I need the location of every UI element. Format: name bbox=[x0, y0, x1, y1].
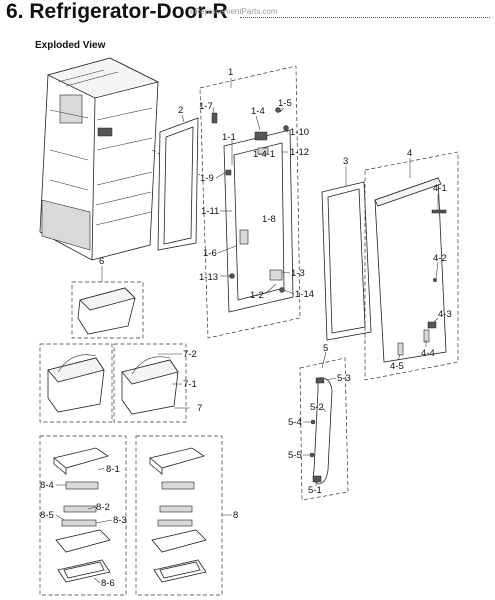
callout-1-5: 1-5 bbox=[278, 98, 292, 109]
callout-3: 3 bbox=[343, 156, 348, 167]
part-7-door-bins bbox=[39, 343, 190, 423]
callout-2: 2 bbox=[178, 105, 183, 116]
callout-1-14: 1-14 bbox=[295, 289, 314, 300]
part-5-handle bbox=[299, 357, 349, 501]
refrigerator-cabinet-illustration bbox=[39, 57, 201, 261]
callout-1-3: 1-3 bbox=[291, 268, 305, 279]
part-3-gasket bbox=[321, 181, 372, 341]
callout-1-8: 1-8 bbox=[262, 214, 276, 225]
callout-labels: 1 1-7 1-4 1-5 1-10 1-1 1-4-1 1-12 1-9 1-… bbox=[40, 67, 452, 589]
callout-1-9: 1-9 bbox=[200, 173, 214, 184]
part-4-door-outer bbox=[364, 151, 459, 381]
part-8-shelf-assemblies bbox=[39, 435, 232, 596]
part-2-gasket bbox=[157, 117, 199, 251]
callout-5-5: 5-5 bbox=[288, 450, 302, 461]
section-subtitle: Exploded View bbox=[35, 40, 106, 51]
callout-4-2: 4-2 bbox=[433, 253, 447, 264]
callout-1-4-1: 1-4-1 bbox=[253, 149, 275, 160]
page-title: 6. Refrigerator-Door-R bbox=[6, 0, 228, 23]
leader-lines bbox=[55, 78, 439, 584]
callout-4-3: 4-3 bbox=[438, 309, 452, 320]
title-rule bbox=[240, 17, 490, 18]
callout-6: 6 bbox=[99, 256, 104, 267]
part-6-door-bin bbox=[71, 281, 144, 339]
callout-5-4: 5-4 bbox=[288, 417, 302, 428]
callout-8-2: 8-2 bbox=[96, 502, 110, 513]
callout-5-1: 5-1 bbox=[308, 485, 322, 496]
callout-1-12: 1-12 bbox=[290, 147, 309, 158]
callout-1-6: 1-6 bbox=[203, 248, 217, 259]
callout-8: 8 bbox=[233, 510, 238, 521]
callout-1-10: 1-10 bbox=[290, 127, 309, 138]
callout-4-5: 4-5 bbox=[390, 361, 404, 372]
callout-4-1: 4-1 bbox=[433, 183, 447, 194]
callout-1-1: 1-1 bbox=[222, 132, 236, 143]
callout-7-1: 7-1 bbox=[183, 379, 197, 390]
callout-8-6: 8-6 bbox=[101, 578, 115, 589]
callout-1: 1 bbox=[228, 67, 233, 78]
callout-5-2: 5-2 bbox=[310, 402, 324, 413]
watermark: eReplacementParts.com bbox=[190, 7, 278, 16]
callout-8-5: 8-5 bbox=[40, 510, 54, 521]
callout-4: 4 bbox=[407, 148, 412, 159]
callout-8-3: 8-3 bbox=[113, 515, 127, 526]
callout-5: 5 bbox=[323, 343, 328, 354]
callout-1-2: 1-2 bbox=[250, 290, 264, 301]
callout-1-4: 1-4 bbox=[251, 106, 265, 117]
callout-8-4: 8-4 bbox=[40, 480, 54, 491]
callout-4-4: 4-4 bbox=[421, 348, 435, 359]
callout-5-3: 5-3 bbox=[337, 373, 351, 384]
callout-1-13: 1-13 bbox=[199, 272, 218, 283]
callout-7: 7 bbox=[197, 403, 202, 414]
part-1-door-assembly bbox=[199, 65, 301, 339]
callout-1-11: 1-11 bbox=[201, 206, 219, 217]
callout-7-2: 7-2 bbox=[183, 349, 197, 360]
callout-8-1: 8-1 bbox=[106, 464, 120, 475]
callout-1-7: 1-7 bbox=[199, 101, 213, 112]
